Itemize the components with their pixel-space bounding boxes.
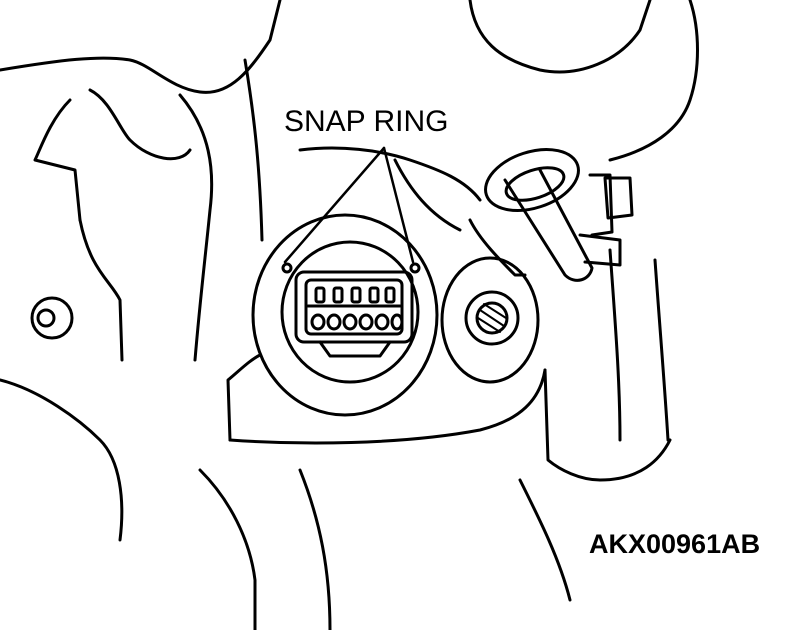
snap-ring-end-left (283, 264, 291, 272)
leader-line-right (384, 148, 413, 262)
connector-body (296, 272, 412, 342)
connector-face (306, 280, 402, 334)
housing-bracket (395, 160, 460, 230)
figure-code: AKX00961AB (589, 529, 761, 559)
housing-upper-left-edge (90, 90, 190, 159)
housing-lower-right (545, 370, 670, 480)
mount-boss-outer (32, 298, 72, 338)
shift-lever-eye (478, 139, 587, 222)
housing-top-outline (0, 0, 280, 92)
housing-top-right (470, 0, 650, 72)
housing-bottom-mid (300, 470, 330, 630)
mount-boss-inner (38, 310, 54, 326)
bolt-body (580, 235, 620, 265)
bolt-head (605, 178, 632, 218)
shift-lever-support (470, 220, 525, 275)
shift-lever-eye-inner (502, 161, 568, 206)
housing-far-right (610, 0, 698, 160)
housing-bottom-plate (230, 370, 545, 443)
leader-line-left (285, 148, 384, 262)
housing-inner-left (180, 95, 212, 360)
shift-lever-shaft (505, 170, 592, 280)
connector-bore (253, 215, 437, 415)
housing-inner-left-2 (245, 60, 262, 240)
connector-upper-pins (316, 288, 394, 302)
housing-left-rib (35, 100, 80, 220)
housing-bottom-plate-edge (228, 355, 260, 440)
housing-bottom-left (200, 470, 255, 630)
housing-left-rib-2 (80, 220, 122, 360)
bolt-flange (590, 175, 612, 235)
housing-top-bar (300, 148, 480, 200)
threaded-port-outer (466, 292, 518, 344)
connector-lower-pins (312, 315, 402, 329)
housing-right-vertical-2 (655, 260, 668, 440)
snap-ring (282, 242, 418, 382)
housing-right-vertical (610, 250, 620, 440)
housing-left-lower (0, 380, 122, 540)
threaded-port-boss (442, 258, 538, 382)
housing-bottom-right (520, 480, 570, 600)
snap-ring-label: SNAP RING (284, 105, 449, 138)
connector-latch (320, 342, 390, 356)
threaded-port-thread (478, 304, 506, 332)
snap-ring-end-right (411, 264, 419, 272)
